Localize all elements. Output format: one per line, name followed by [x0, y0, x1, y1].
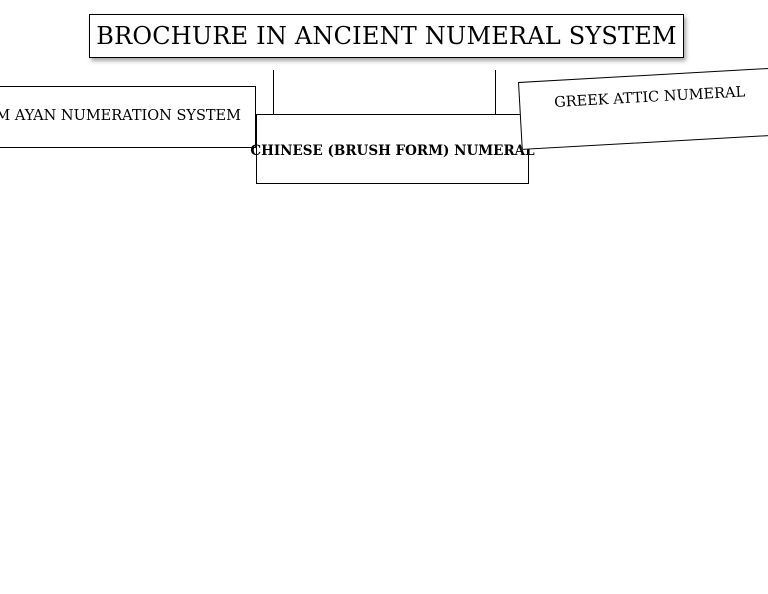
connector-line-left [273, 70, 274, 114]
greek-attic-numeral-label: GREEK ATTIC NUMERAL [553, 84, 746, 111]
diagram-title: BROCHURE IN ANCIENT NUMERAL SYSTEM [96, 22, 677, 50]
chinese-numeral-label: CHINESE (BRUSH FORM) NUMERAL [250, 143, 535, 159]
connector-line-right [495, 70, 496, 114]
title-box: BROCHURE IN ANCIENT NUMERAL SYSTEM [89, 14, 684, 58]
mayan-numeration-label: M AYAN NUMERATION SYSTEM [0, 108, 241, 124]
greek-attic-numeral-box: GREEK ATTIC NUMERAL [518, 67, 768, 150]
mayan-numeration-box: M AYAN NUMERATION SYSTEM [0, 86, 256, 148]
chinese-numeral-box: CHINESE (BRUSH FORM) NUMERAL [250, 114, 535, 184]
